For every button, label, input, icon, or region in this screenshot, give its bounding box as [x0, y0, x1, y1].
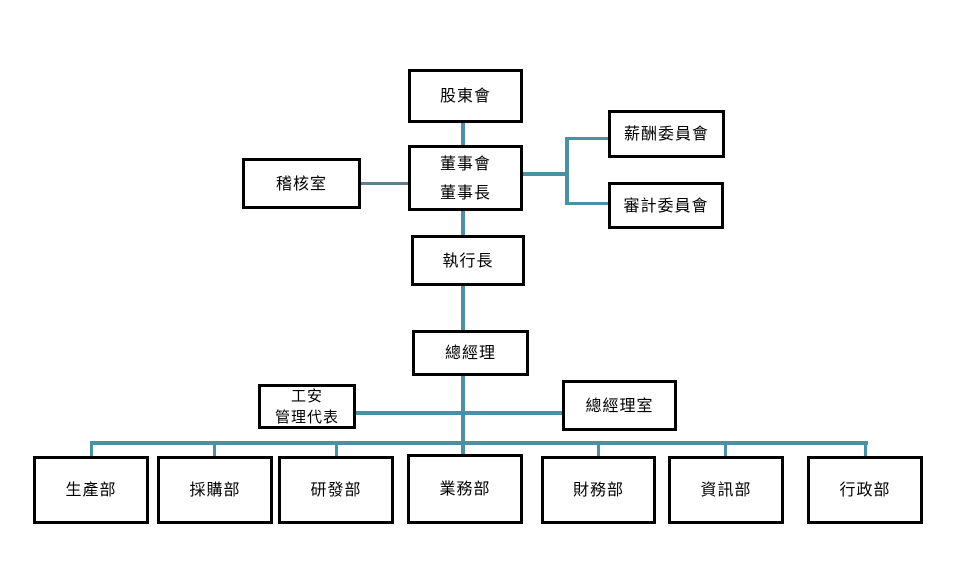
- connector-audit-office-board: [361, 182, 408, 185]
- node-board-line2: 董事長: [439, 182, 491, 202]
- node-compensation-committee: 薪酬委員會: [608, 110, 725, 158]
- connector-shareholders-board: [461, 122, 465, 146]
- node-dept-it: 資訊部: [668, 456, 784, 524]
- node-dept-finance: 財務部: [541, 456, 656, 524]
- node-dept-production: 生產部: [33, 456, 149, 524]
- connector-compensation-committee-branch: [565, 137, 608, 140]
- connector-board-ceo: [461, 210, 465, 236]
- connector-safety-rep-gm-office: [355, 411, 563, 415]
- node-ceo: 執行長: [411, 235, 525, 286]
- node-dept-procurement-label: 採購部: [189, 480, 241, 499]
- node-dept-procurement: 採購部: [157, 456, 273, 524]
- node-shareholders: 股東會: [408, 69, 523, 123]
- node-audit-committee: 審計委員會: [608, 182, 724, 229]
- node-board-line1: 董事會: [439, 153, 491, 173]
- node-dept-sales-label: 業務部: [439, 479, 491, 498]
- connector-drop-production: [90, 441, 93, 456]
- connector-audit-committee-branch: [565, 202, 608, 205]
- node-dept-admin-label: 行政部: [839, 480, 891, 499]
- connector-ceo-gm: [461, 285, 465, 331]
- node-dept-it-label: 資訊部: [700, 480, 752, 499]
- node-dept-admin: 行政部: [807, 456, 923, 524]
- node-general-manager-office: 總經理室: [562, 380, 677, 431]
- node-audit-committee-label: 審計委員會: [623, 195, 709, 215]
- node-safety-management-rep: 工安 管理代表: [258, 384, 356, 429]
- node-audit-office-label: 稽核室: [275, 173, 327, 193]
- node-safety-rep-line2: 管理代表: [274, 407, 339, 426]
- connector-drop-it: [724, 441, 727, 456]
- connector-drop-procurement: [213, 441, 216, 456]
- node-dept-finance-label: 財務部: [572, 480, 624, 499]
- connector-drop-admin: [864, 441, 867, 456]
- node-safety-rep-line1: 工安: [290, 386, 323, 405]
- node-dept-rnd: 研發部: [278, 456, 394, 524]
- connector-drop-rnd: [335, 441, 338, 456]
- node-board: 董事會 董事長: [408, 145, 523, 211]
- node-general-manager-label: 總經理: [444, 343, 496, 362]
- node-audit-office: 稽核室: [242, 158, 361, 209]
- node-gm-office-label: 總經理室: [585, 395, 654, 415]
- node-dept-rnd-label: 研發部: [310, 480, 362, 499]
- connector-gm-departments-trunk: [461, 375, 465, 456]
- node-ceo-label: 執行長: [442, 250, 494, 270]
- node-shareholders-label: 股東會: [439, 86, 491, 105]
- connector-board-committees-stem: [523, 172, 569, 176]
- node-dept-sales: 業務部: [407, 454, 523, 524]
- node-dept-production-label: 生產部: [65, 480, 117, 499]
- connector-departments-bus: [90, 441, 868, 445]
- node-general-manager: 總經理: [412, 330, 529, 376]
- node-compensation-committee-label: 薪酬委員會: [623, 124, 709, 143]
- connector-drop-finance: [597, 441, 600, 456]
- connector-committees-bracket-vertical: [565, 137, 569, 205]
